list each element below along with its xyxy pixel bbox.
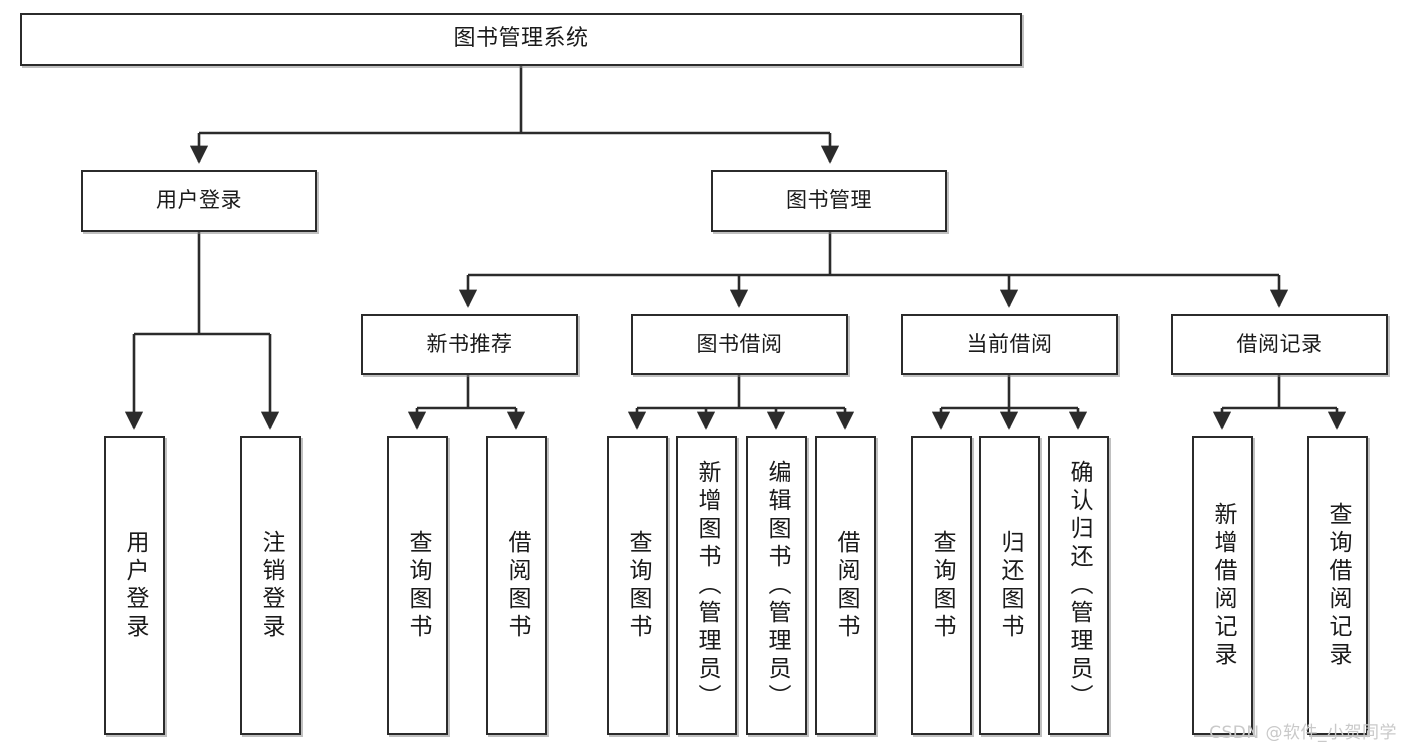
node-current-borrow[interactable]: 当前借阅 [901, 314, 1118, 375]
node-leaf-new-book-1[interactable]: 借阅图书 [486, 436, 547, 735]
node-leaf-current-borrow-1[interactable]: 归还图书 [979, 436, 1040, 735]
node-leaf-current-borrow-2[interactable]: 确认归还（管理员） [1048, 436, 1109, 735]
node-leaf-book-borrow-3[interactable]: 借阅图书 [815, 436, 876, 735]
csdn-watermark: CSDN @软件_小贺同学 [1209, 723, 1397, 743]
node-user-login[interactable]: 用户登录 [81, 170, 317, 232]
node-leaf-book-borrow-2[interactable]: 编辑图书（管理员） [746, 436, 807, 735]
node-label: 新增借阅记录 [1210, 501, 1236, 670]
node-leaf-book-borrow-0[interactable]: 查询图书 [607, 436, 668, 735]
node-label: 新增图书（管理员） [694, 459, 720, 712]
node-label: 图书管理 [786, 188, 872, 213]
node-leaf-borrow-record-1[interactable]: 查询借阅记录 [1307, 436, 1368, 735]
node-book-management[interactable]: 图书管理 [711, 170, 947, 232]
node-leaf-book-borrow-1[interactable]: 新增图书（管理员） [676, 436, 737, 735]
node-label: 当前借阅 [966, 331, 1053, 356]
node-label: 查询图书 [929, 529, 955, 642]
node-label: 注销登录 [258, 529, 284, 642]
node-leaf-user-login-0[interactable]: 用户登录 [104, 436, 165, 735]
node-label: 查询借阅记录 [1325, 501, 1351, 670]
node-new-book-recommend[interactable]: 新书推荐 [361, 314, 578, 375]
node-borrow-record[interactable]: 借阅记录 [1171, 314, 1388, 375]
node-leaf-new-book-0[interactable]: 查询图书 [387, 436, 448, 735]
node-label: 借阅图书 [833, 529, 859, 642]
node-label: 用户登录 [156, 188, 242, 213]
node-root-book-management-system[interactable]: 图书管理系统 [20, 13, 1022, 66]
node-label: 借阅图书 [504, 529, 530, 642]
node-label: 图书管理系统 [453, 26, 589, 52]
node-leaf-current-borrow-0[interactable]: 查询图书 [911, 436, 972, 735]
node-label: 查询图书 [405, 529, 431, 642]
node-book-borrow[interactable]: 图书借阅 [631, 314, 848, 375]
node-label: 用户登录 [122, 529, 148, 642]
node-label: 新书推荐 [426, 331, 513, 356]
node-leaf-borrow-record-0[interactable]: 新增借阅记录 [1192, 436, 1253, 735]
node-label: 图书借阅 [696, 331, 783, 356]
node-label: 编辑图书（管理员） [764, 459, 790, 712]
node-label: 借阅记录 [1236, 331, 1323, 356]
node-label: 归还图书 [997, 529, 1023, 642]
node-label: 确认归还（管理员） [1066, 459, 1092, 712]
node-leaf-user-login-1[interactable]: 注销登录 [240, 436, 301, 735]
node-label: 查询图书 [625, 529, 651, 642]
